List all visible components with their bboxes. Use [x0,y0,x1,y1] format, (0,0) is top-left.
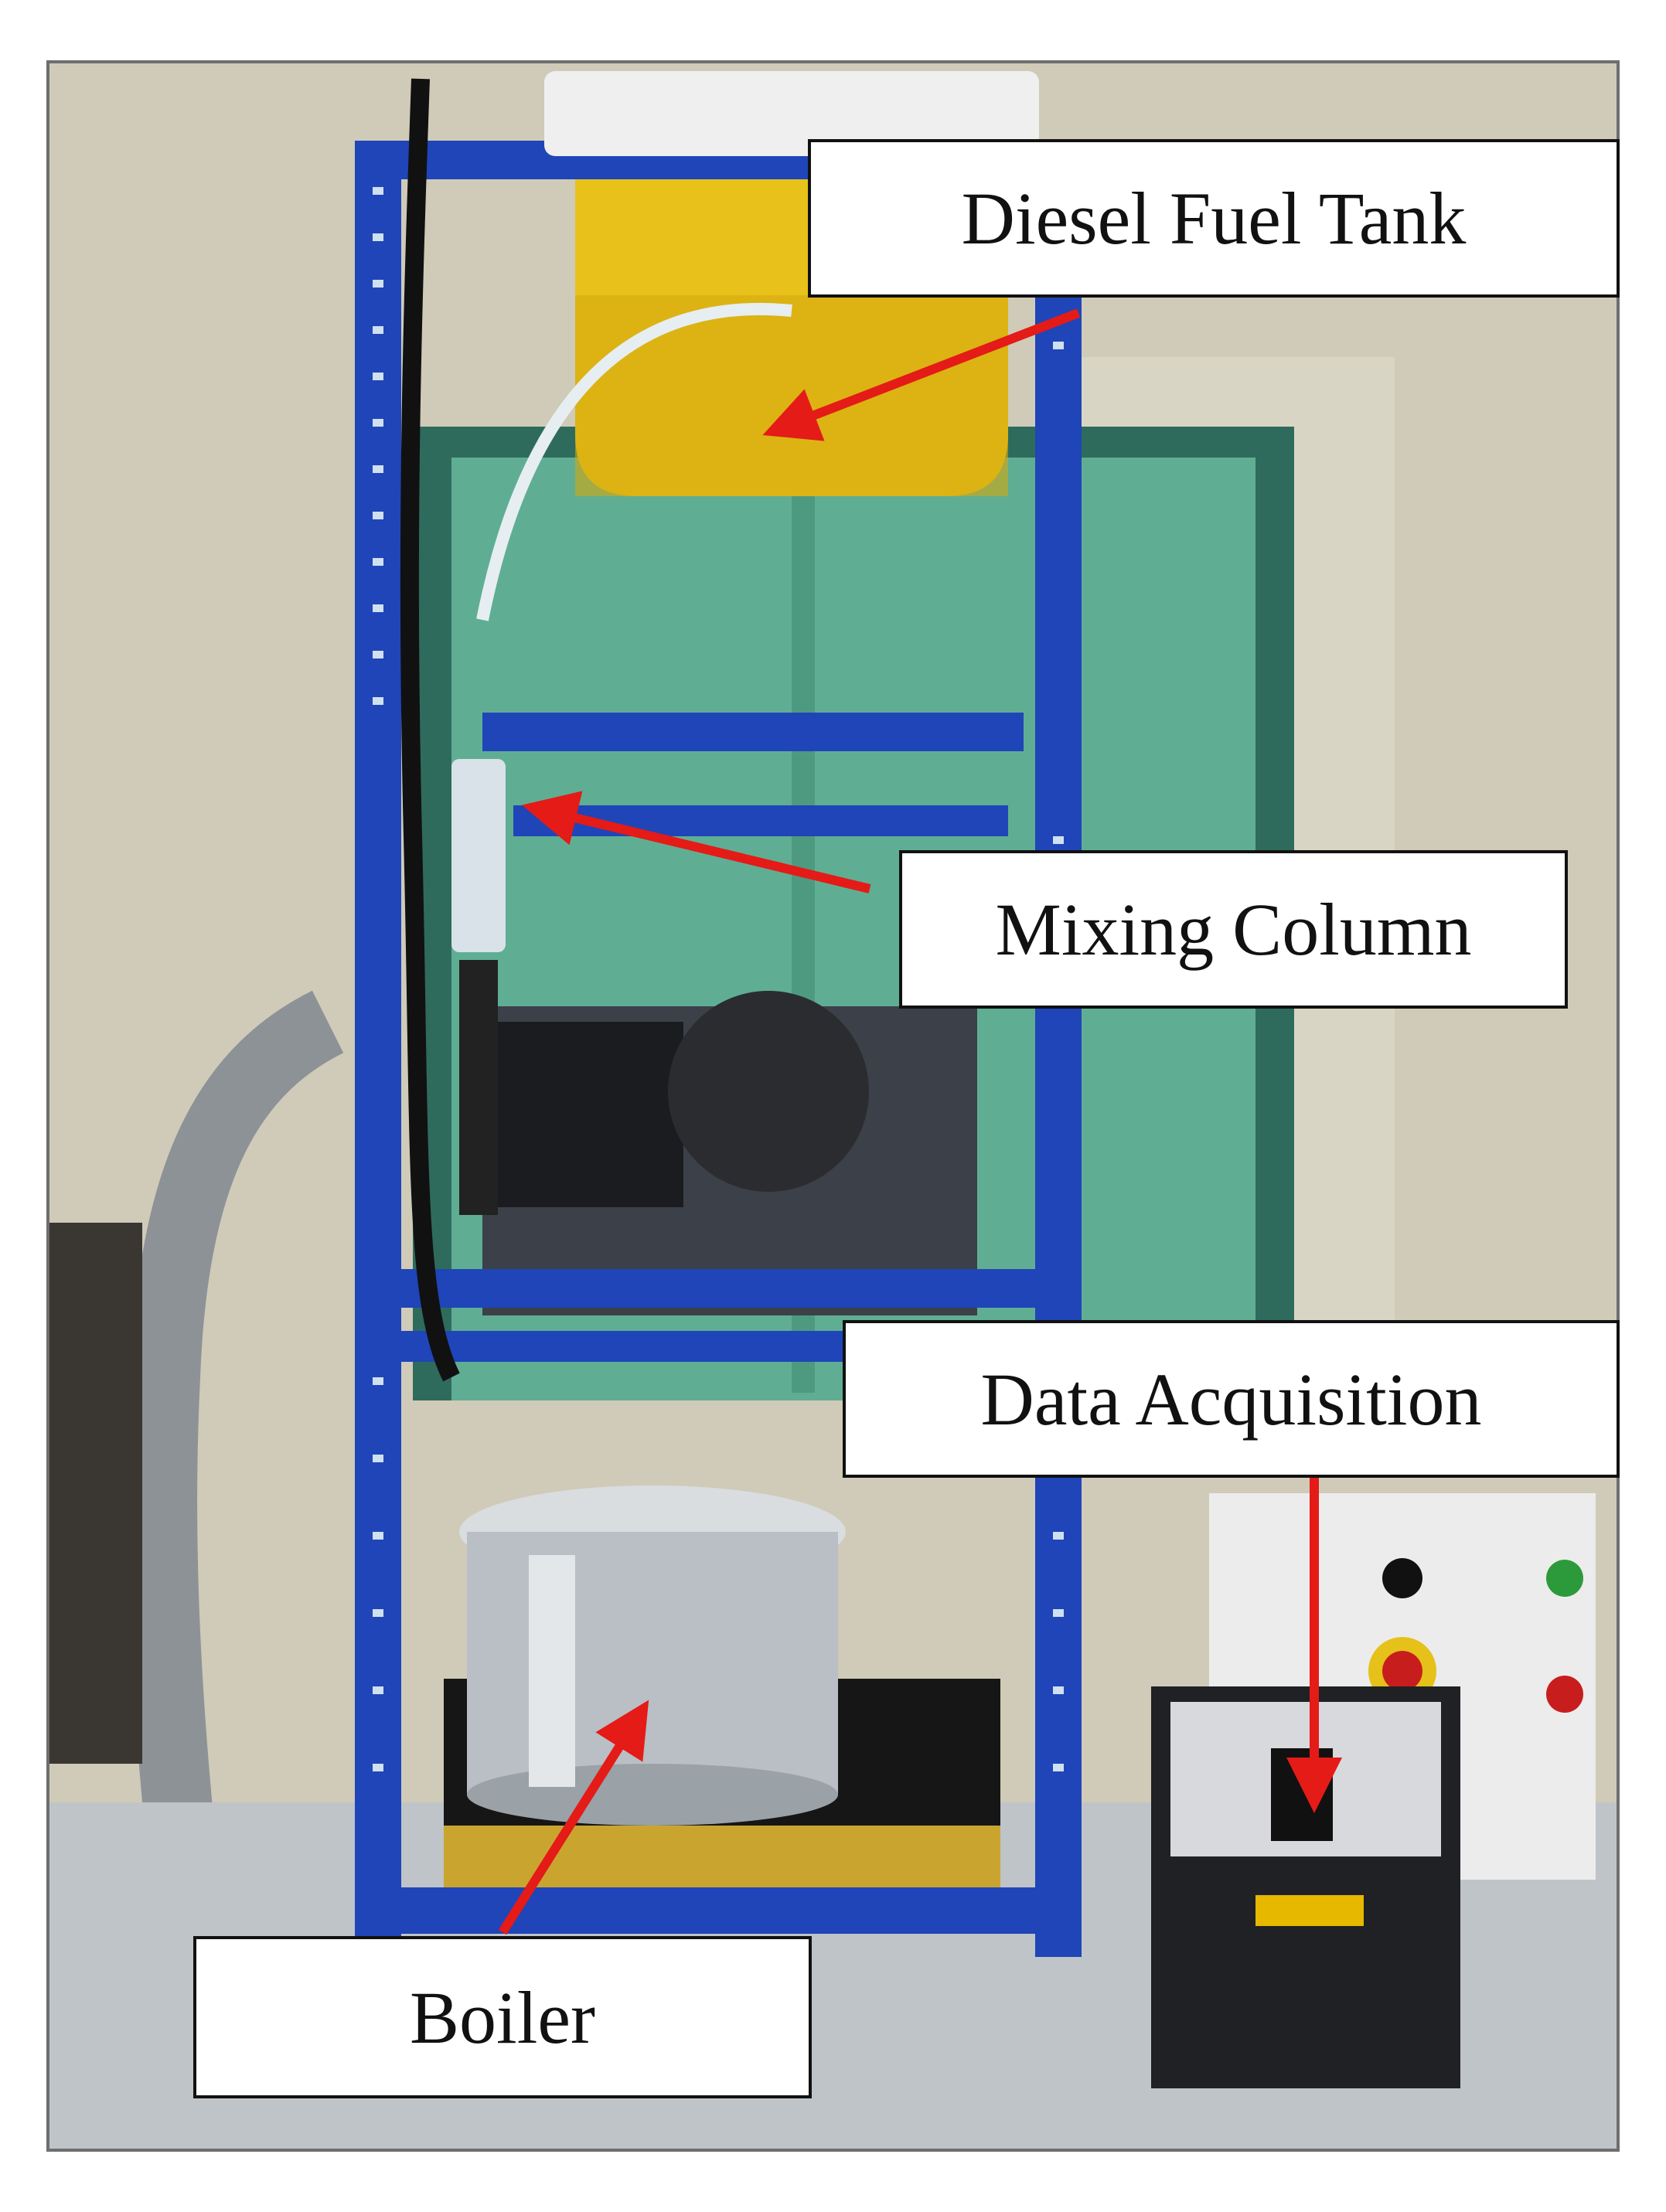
shelf-post-right [1035,141,1082,1957]
black-cable [400,78,460,1382]
fuel-line [476,302,792,621]
arrow-icon [522,791,871,893]
arrow-icon [498,1700,649,1935]
engine-fan [668,991,869,1192]
label-diesel-fuel-tank: Diesel Fuel Tank [808,139,1620,298]
exhaust-pipe [49,1223,142,1764]
arrow-icon [762,308,1081,441]
mixing-column [451,759,506,952]
exhaust-hose [128,990,344,1845]
shelf-beam-lower [401,1269,1035,1308]
label-data-acquisition: Data Acquisition [843,1320,1620,1478]
label-mixing-column: Mixing Column [899,850,1568,1009]
daq-display [1255,1895,1364,1926]
label-boiler: Boiler [193,1936,812,2098]
shelf-post-left [355,141,401,1957]
tank-lid [544,71,1039,156]
shelf-beam-mid [482,713,1024,751]
